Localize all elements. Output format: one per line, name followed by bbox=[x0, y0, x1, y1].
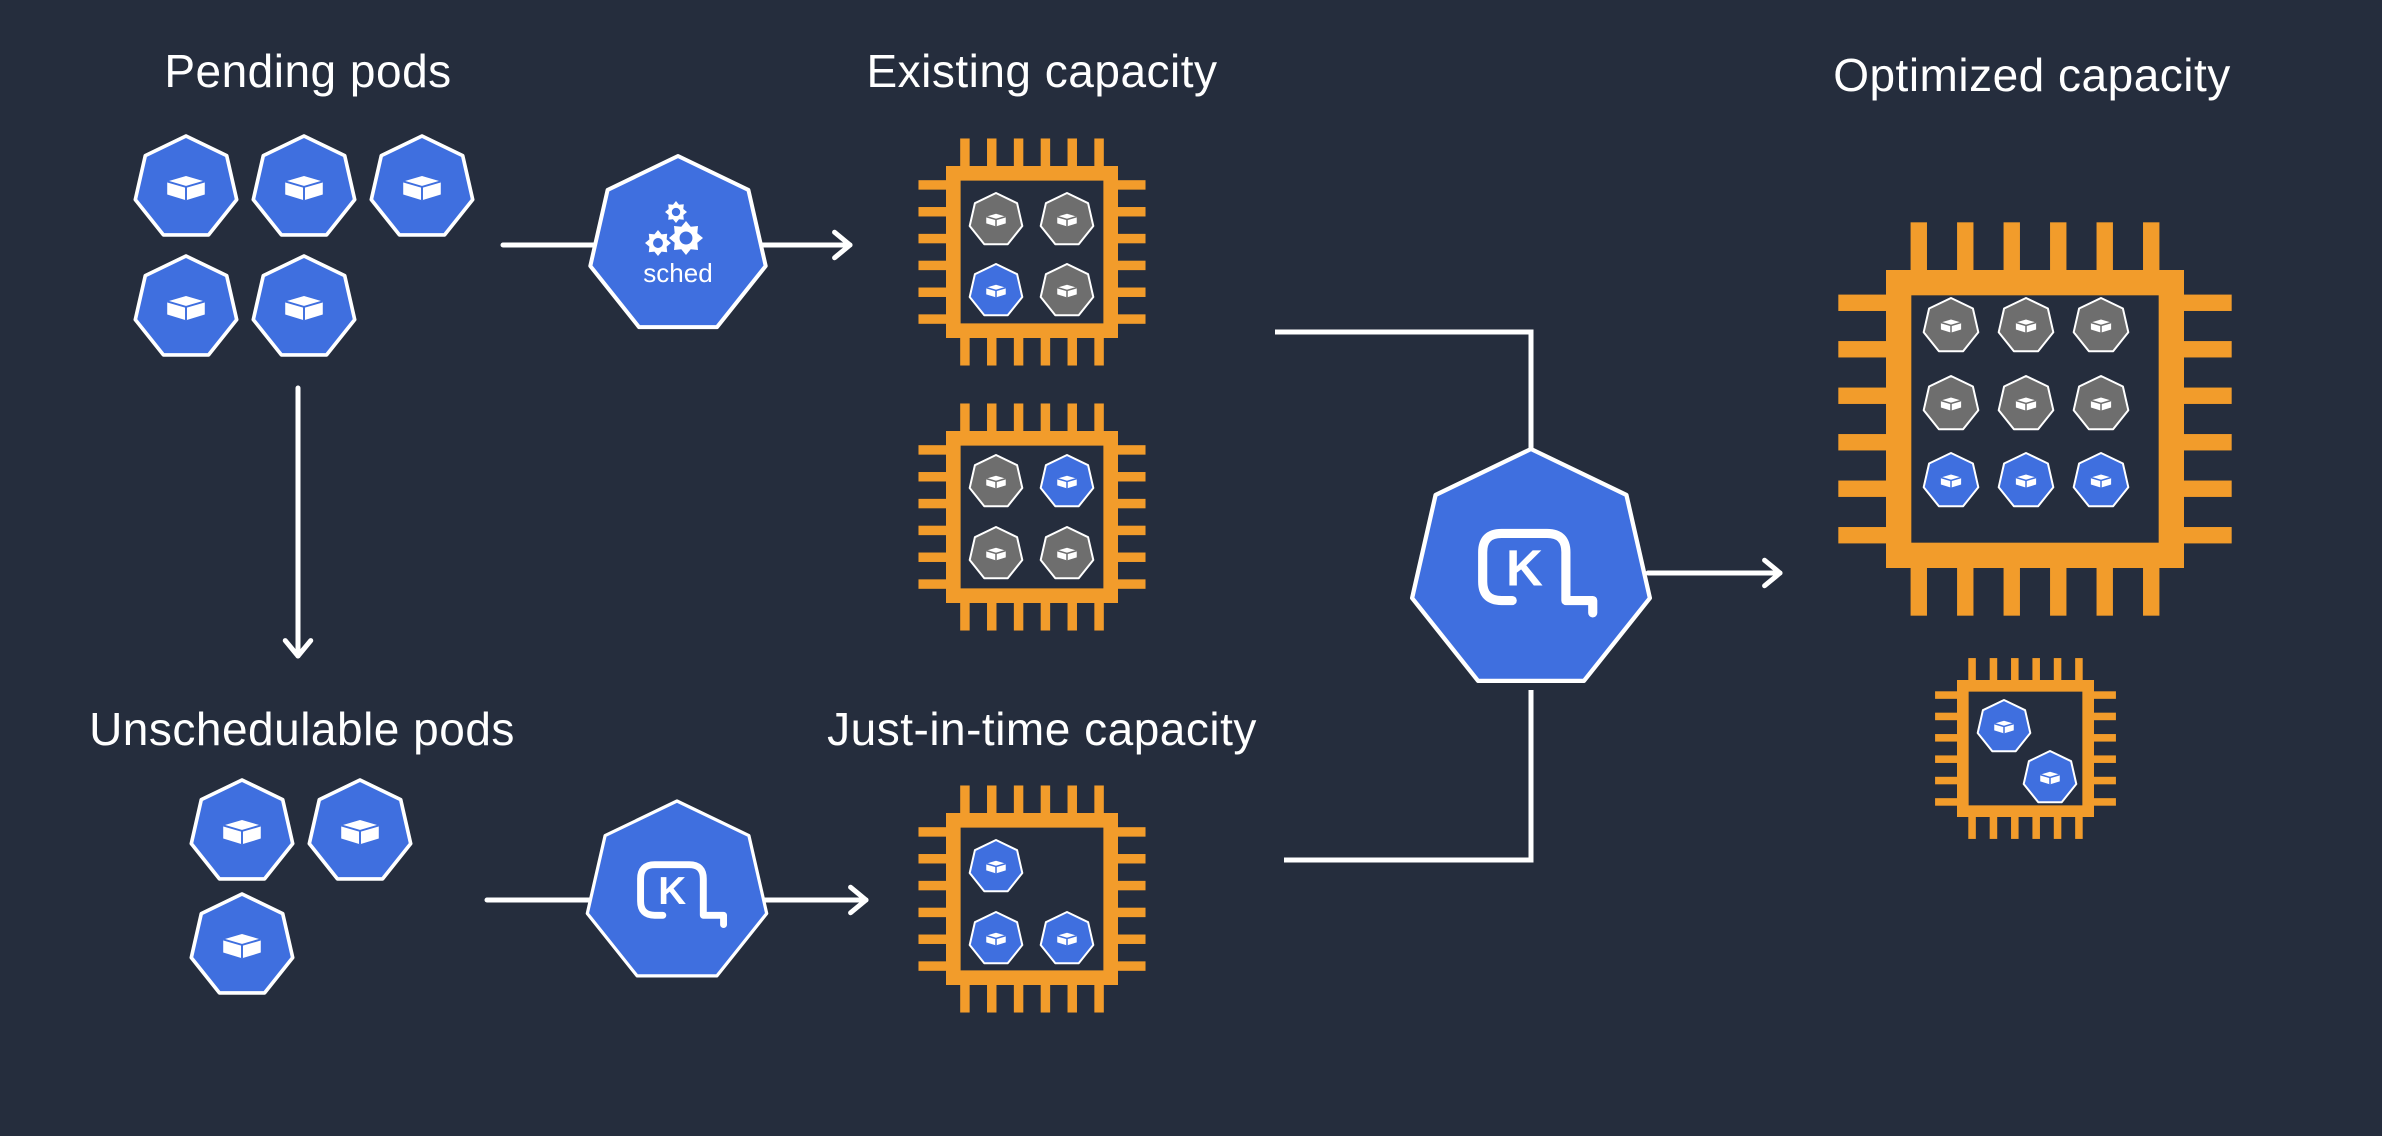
unschedulable-pod-icon bbox=[307, 778, 413, 881]
pending-pod-icon bbox=[133, 254, 239, 357]
optimized-small-node-pod bbox=[1976, 699, 2032, 753]
unschedulable-pods-label: Unschedulable pods bbox=[89, 703, 515, 755]
existing-node-2-pod bbox=[968, 454, 1024, 508]
optimized-capacity-label: Optimized capacity bbox=[1833, 49, 2231, 101]
existing-node-1-pod bbox=[968, 192, 1024, 246]
pending-pod-icon bbox=[251, 134, 357, 237]
sched-badge-label: sched bbox=[643, 258, 712, 288]
connector-jit-to-karpenter bbox=[1284, 690, 1534, 863]
unschedulable-pod-icon bbox=[189, 778, 295, 881]
existing-node-2-chip bbox=[918, 403, 1146, 631]
optimized-large-node-pod bbox=[2072, 297, 2130, 353]
optimized-large-node-pod bbox=[1997, 375, 2055, 431]
karpenter-large-icon: K bbox=[1409, 446, 1653, 684]
optimized-large-node-pod bbox=[1922, 375, 1980, 431]
optimized-small-node-chip bbox=[1935, 658, 2116, 839]
pending-pod-icon bbox=[133, 134, 239, 237]
jit-node-pod bbox=[1039, 911, 1095, 965]
optimized-small-node-pod bbox=[2022, 750, 2078, 804]
existing-node-1-chip bbox=[918, 138, 1146, 366]
optimized-large-node-pod bbox=[2072, 452, 2130, 508]
existing-node-1-pod bbox=[968, 263, 1024, 317]
optimized-large-node-pod bbox=[1997, 452, 2055, 508]
existing-node-2-pod bbox=[968, 526, 1024, 580]
pending-pods-label: Pending pods bbox=[164, 45, 452, 97]
kube-scheduler-icon: sched bbox=[588, 154, 768, 330]
arrow-karpenter-to-optimized bbox=[1645, 557, 1783, 589]
arrow-pending-to-unschedulable bbox=[282, 385, 314, 659]
optimized-large-node-pod bbox=[1922, 452, 1980, 508]
jit-node-chip bbox=[918, 785, 1146, 1013]
pending-pod-icon bbox=[251, 254, 357, 357]
karpenter-letter: K bbox=[1506, 539, 1543, 596]
connector-existing-to-karpenter bbox=[1275, 329, 1534, 450]
optimized-large-node-chip bbox=[1838, 222, 2232, 616]
karpenter-small-icon: K bbox=[585, 799, 769, 978]
optimized-large-node-pod bbox=[1997, 297, 2055, 353]
existing-node-2-pod bbox=[1039, 526, 1095, 580]
optimized-large-node-pod bbox=[1922, 297, 1980, 353]
existing-node-1-pod bbox=[1039, 192, 1095, 246]
existing-capacity-label: Existing capacity bbox=[866, 45, 1218, 97]
existing-node-2-pod bbox=[1039, 454, 1095, 508]
jit-node-pod bbox=[968, 839, 1024, 893]
pending-pod-icon bbox=[369, 134, 475, 237]
optimized-large-node-pod bbox=[2072, 375, 2130, 431]
just-in-time-capacity-label: Just-in-time capacity bbox=[827, 703, 1257, 755]
unschedulable-pod-icon bbox=[189, 892, 295, 995]
karpenter-letter: K bbox=[658, 870, 686, 913]
jit-node-pod bbox=[968, 911, 1024, 965]
existing-node-1-pod bbox=[1039, 263, 1095, 317]
